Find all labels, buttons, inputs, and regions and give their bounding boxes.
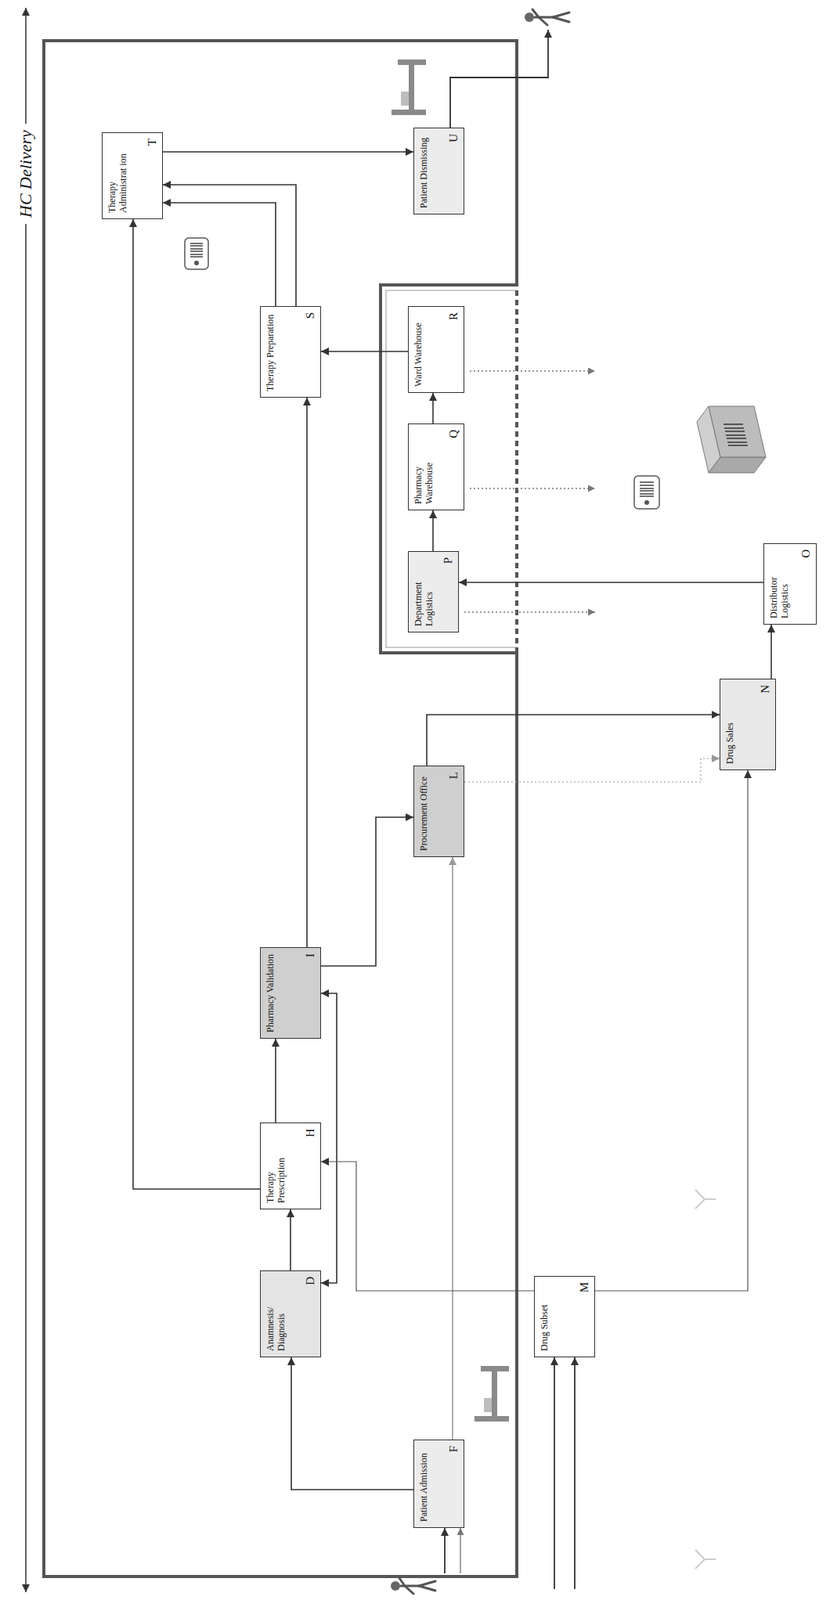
process-box: Therapy Preparation S [259,306,322,398]
dashed-boundary [515,285,519,654]
process-box: Therapy Prescription H [259,1122,322,1210]
connector [274,1039,277,1123]
faint-mark [695,1190,716,1570]
box-letter: D [302,1277,318,1286]
box-title: Therapy Prescription [264,1129,288,1204]
box-title: Pharmacy Validation [264,953,276,1033]
connector [464,758,720,783]
connector [451,857,454,1440]
process-box: Drug Subset M [534,1276,596,1358]
connector [321,993,337,1284]
box-title: Therapy Preparation [264,312,276,392]
box-title: Anamnesis/ Diagnosis [264,1277,288,1352]
box-letter: F [445,1446,461,1453]
box-letter: N [757,685,773,694]
box-letter: I [302,953,318,958]
entry-arrow [443,1528,446,1574]
process-box: Therapy Administrat ion T [101,132,163,220]
connector [306,397,308,948]
process-box: Ward Warehouse R [407,306,465,394]
connector [162,184,296,307]
connector [321,1162,535,1292]
connector [426,714,720,766]
bed-icon [391,59,426,116]
entry-arrow [553,1357,556,1590]
box-letter: M [576,1282,592,1293]
box-letter: S [302,312,318,319]
box-title: Drug Sales [724,685,736,765]
patient-figure [524,9,570,26]
bed-icon [474,1366,509,1422]
connector [458,581,764,584]
box-title: Ward Warehouse [412,312,424,387]
process-box: Patient Admission F [413,1439,465,1529]
box-letter: U [445,133,461,143]
span-arrow [25,7,27,1593]
entry-arrow [573,1357,576,1590]
box-letter: P [440,557,455,564]
process-box: Department Logistics P [407,551,459,633]
box-title: Procurement Office [418,772,430,852]
box-title: Therapy Administrat ion [106,138,130,213]
connector [770,624,773,679]
box-letter: R [445,312,461,321]
dotted-arrow [469,370,596,372]
connector [321,817,414,967]
hospital-boundary [43,40,517,1577]
barcode-tag [184,238,209,270]
box-letter: H [302,1129,318,1138]
entry-arrow [459,1528,462,1574]
connector [291,1357,414,1491]
connector [321,350,408,353]
process-box: Pharmacy Validation I [259,947,322,1040]
process-box: Distributor Logistics O [763,543,817,625]
box-title: Pharmacy Warehouse [412,429,436,505]
box-title: Department Logistics [412,557,436,627]
drug-package [696,406,766,473]
box-title: Patient Dismissing [418,133,430,209]
dotted-arrow [464,611,596,613]
box-title: Distributor Logistics [768,549,791,619]
connector [289,1209,292,1271]
exit-arrow [450,29,549,128]
connector [595,770,748,1292]
connector [432,393,434,424]
boundary-inner-line [386,290,517,648]
barcode-tag [634,476,660,509]
span-label: HC Delivery [16,123,36,224]
box-letter: T [144,138,159,146]
process-box: Patient Dismissing U [413,127,465,215]
connector [432,510,434,552]
process-box: Pharmacy Warehouse Q [407,423,465,511]
connector [133,219,260,1190]
connector [162,202,276,307]
box-letter: O [797,549,813,559]
process-box: Anamnesis/ Diagnosis D [259,1270,322,1358]
box-title: Patient Admission [418,1446,430,1523]
box-letter: Q [445,429,461,439]
box-letter: L [445,772,461,780]
box-title: Drug Subset [538,1282,550,1352]
dotted-arrow [469,487,596,489]
connector [162,151,414,153]
patient-figure [390,1578,436,1595]
process-box: Drug Sales N [719,678,776,771]
process-box: Procurement Office L [413,765,465,858]
